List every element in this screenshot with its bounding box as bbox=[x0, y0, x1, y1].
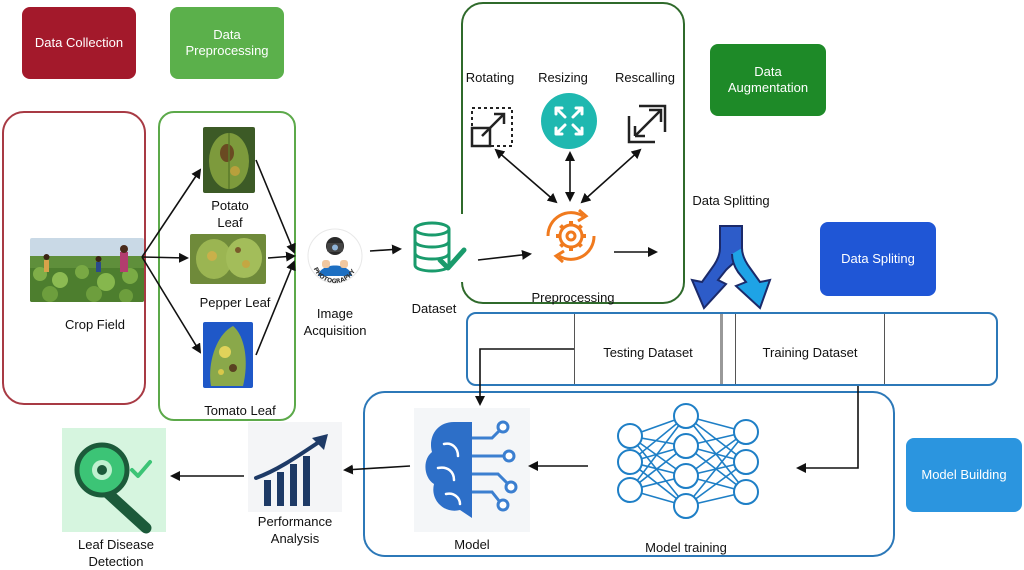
legend-data-preprocessing-label: Data Preprocessing bbox=[185, 27, 269, 58]
model-label: Model bbox=[454, 537, 490, 552]
potato-leaf-label: Potato Leaf bbox=[211, 198, 249, 230]
legend-data-preprocessing: Data Preprocessing bbox=[170, 7, 284, 79]
leaf-disease-detection-icon bbox=[62, 428, 166, 534]
split-divider-2 bbox=[720, 314, 723, 384]
crop-field-label: Crop Field bbox=[65, 317, 125, 332]
split-divider-3 bbox=[735, 314, 736, 384]
rotating-label: Rotating bbox=[465, 70, 515, 85]
training-dataset-label: Training Dataset bbox=[762, 345, 858, 360]
dataset-label: Dataset bbox=[411, 301, 457, 316]
image-acquisition-label: Image Acquisition bbox=[303, 306, 367, 338]
testing-dataset-label: Testing Dataset bbox=[603, 345, 693, 360]
dataset-split-frame bbox=[466, 312, 998, 386]
legend-data-spliting: Data Spliting bbox=[820, 222, 936, 296]
tomato-leaf-label: Tomato Leaf bbox=[204, 403, 276, 418]
dataset-icon bbox=[404, 214, 474, 282]
rescalling-icon bbox=[625, 102, 669, 146]
rotating-icon bbox=[470, 106, 514, 148]
augmentation-frame bbox=[461, 2, 685, 304]
data-splitting-label: Data Splitting bbox=[692, 193, 770, 208]
preprocessing-label: Preprocessing bbox=[531, 290, 615, 305]
model-training-label: Model training bbox=[645, 540, 727, 555]
performance-analysis-label: Performance Analysis bbox=[257, 514, 333, 546]
legend-model-building-label: Model Building bbox=[921, 467, 1007, 482]
performance-analysis-icon bbox=[248, 422, 342, 512]
split-divider-1 bbox=[574, 314, 575, 384]
legend-model-building: Model Building bbox=[906, 438, 1022, 512]
split-arrows-icon bbox=[690, 224, 772, 310]
pepper-leaf-label: Pepper Leaf bbox=[199, 295, 271, 310]
leaf-disease-detection-label: Leaf Disease Detection bbox=[78, 537, 154, 569]
potato-leaf-photo bbox=[203, 127, 255, 193]
resizing-label: Resizing bbox=[538, 70, 588, 85]
preprocessing-gear-icon bbox=[536, 200, 606, 272]
crop-field-photo bbox=[30, 238, 144, 302]
legend-data-collection: Data Collection bbox=[22, 7, 136, 79]
model-building-frame bbox=[363, 391, 895, 557]
resizing-icon bbox=[540, 92, 598, 150]
tomato-leaf-photo bbox=[203, 322, 253, 388]
pepper-leaf-photo bbox=[190, 234, 266, 284]
legend-data-spliting-label: Data Spliting bbox=[841, 251, 915, 266]
ai-brain-icon bbox=[414, 408, 530, 532]
neural-network-icon bbox=[610, 400, 770, 526]
crop-field-frame bbox=[2, 111, 146, 405]
legend-data-collection-label: Data Collection bbox=[34, 35, 124, 50]
split-divider-4 bbox=[884, 314, 885, 384]
legend-data-augmentation: Data Augmentation bbox=[710, 44, 826, 116]
legend-data-augmentation-label: Data Augmentation bbox=[727, 64, 809, 95]
rescalling-label: Rescalling bbox=[615, 70, 675, 85]
photographer-icon: PHOTOGRAPHY bbox=[304, 226, 366, 286]
